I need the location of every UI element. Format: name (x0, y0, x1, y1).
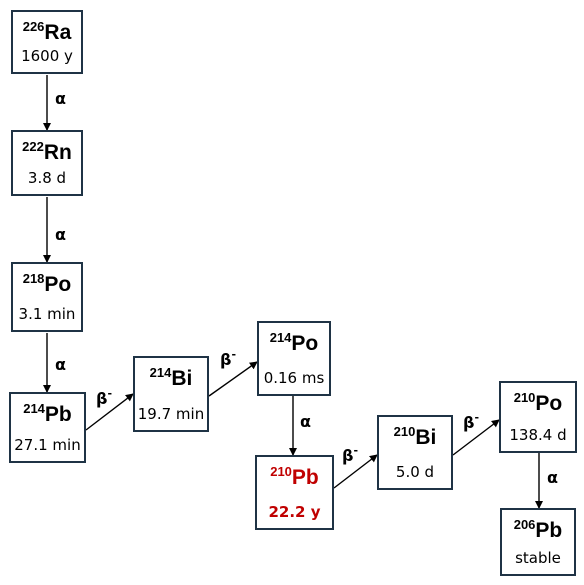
nuclide-box (255, 455, 334, 530)
decay-mode-label: β- (96, 387, 112, 408)
decay-mode-label: β- (463, 411, 479, 432)
mass-number: 210 (394, 424, 416, 439)
nuclide-bi210: 210Bi 5.0 d (377, 415, 453, 490)
nuclide-symbol: 210Bi (394, 424, 437, 449)
decay-mode: β (342, 446, 353, 465)
nuclide-pb206: 206Pb stable (500, 508, 576, 576)
decay-mode-label: α (55, 355, 66, 374)
nuclide-box (11, 262, 83, 332)
element-symbol: Po (44, 273, 71, 296)
mass-number: 214 (270, 330, 292, 345)
nuclide-symbol: 210Pb (270, 464, 319, 489)
half-life: 1600 y (21, 47, 73, 65)
mass-number: 210 (514, 390, 536, 405)
half-life: 3.1 min (19, 305, 76, 323)
element-symbol: Po (291, 332, 318, 355)
mass-number: 206 (514, 517, 536, 532)
decay-mode: α (55, 355, 66, 374)
nuclide-pb214: 214Pb 27.1 min (9, 392, 86, 463)
element-symbol: Rn (44, 141, 72, 164)
nuclide-symbol: 214Po (270, 330, 319, 355)
nuclide-pb210: 210Pb 22.2 y (255, 455, 334, 530)
mass-number: 214 (23, 401, 45, 416)
nuclide-box (499, 381, 577, 453)
mass-number: 214 (150, 365, 172, 380)
half-life: 5.0 d (396, 463, 434, 481)
element-symbol: Ra (44, 21, 71, 44)
decay-mode-label: β- (220, 348, 236, 369)
decay-arrow-bi214-po214 (208, 361, 258, 397)
nuclide-box (377, 415, 453, 490)
element-symbol: Pb (535, 519, 562, 542)
nuclide-symbol: 214Bi (150, 365, 193, 390)
nuclide-box (133, 356, 209, 432)
mass-number: 226 (23, 19, 45, 34)
nuclide-symbol: 226Ra (23, 19, 72, 44)
decay-arrow-pb210-bi210 (333, 454, 378, 489)
nuclide-box (500, 508, 576, 576)
mass-number: 210 (270, 464, 292, 479)
decay-arrow-pb214-bi214 (85, 393, 134, 431)
decay-mode-label: α (55, 225, 66, 244)
decay-mode: α (300, 412, 311, 431)
element-symbol: Po (535, 392, 562, 415)
half-life: 3.8 d (28, 169, 66, 187)
half-life: 22.2 y (268, 503, 320, 521)
element-symbol: Bi (171, 367, 192, 390)
nuclide-symbol: 210Po (514, 390, 563, 415)
nuclide-ra226: 226Ra 1600 y (11, 10, 83, 74)
mass-number: 218 (23, 271, 45, 286)
nuclide-po210: 210Po 138.4 d (499, 381, 577, 453)
mass-number: 222 (22, 139, 44, 154)
nuclide-box (11, 10, 83, 74)
nuclide-box (11, 130, 83, 196)
nuclide-box (9, 392, 86, 463)
element-symbol: Bi (415, 426, 436, 449)
decay-mode-sup: - (474, 411, 479, 424)
nuclide-symbol: 214Pb (23, 401, 72, 426)
half-life: 19.7 min (138, 405, 204, 423)
decay-mode-label: α (55, 89, 66, 108)
nuclide-box (257, 321, 331, 396)
element-symbol: Pb (292, 466, 319, 489)
nuclide-po218: 218Po 3.1 min (11, 262, 83, 332)
decay-mode-label: β- (342, 444, 358, 465)
decay-mode: β (96, 389, 107, 408)
nuclide-po214: 214Po 0.16 ms (257, 321, 331, 396)
decay-mode-label: α (300, 412, 311, 431)
decay-mode-sup: - (107, 387, 112, 400)
decay-mode: α (55, 89, 66, 108)
half-life: 27.1 min (14, 436, 80, 454)
nuclide-symbol: 206Pb (514, 517, 563, 542)
decay-arrow-bi210-po210 (452, 419, 500, 456)
decay-mode: α (547, 468, 558, 487)
nuclide-bi214: 214Bi 19.7 min (133, 356, 209, 432)
decay-mode-label: α (547, 468, 558, 487)
nuclide-symbol: 218Po (23, 271, 72, 296)
decay-mode-sup: - (231, 348, 236, 361)
nuclide-symbol: 222Rn (22, 139, 72, 164)
nuclide-rn222: 222Rn 3.8 d (11, 130, 83, 196)
decay-mode: β (220, 350, 231, 369)
half-life: 0.16 ms (264, 369, 325, 387)
decay-mode: α (55, 225, 66, 244)
decay-mode-sup: - (353, 444, 358, 457)
half-life: 138.4 d (509, 426, 566, 444)
half-life: stable (515, 549, 561, 567)
decay-mode: β (463, 413, 474, 432)
element-symbol: Pb (45, 403, 72, 426)
